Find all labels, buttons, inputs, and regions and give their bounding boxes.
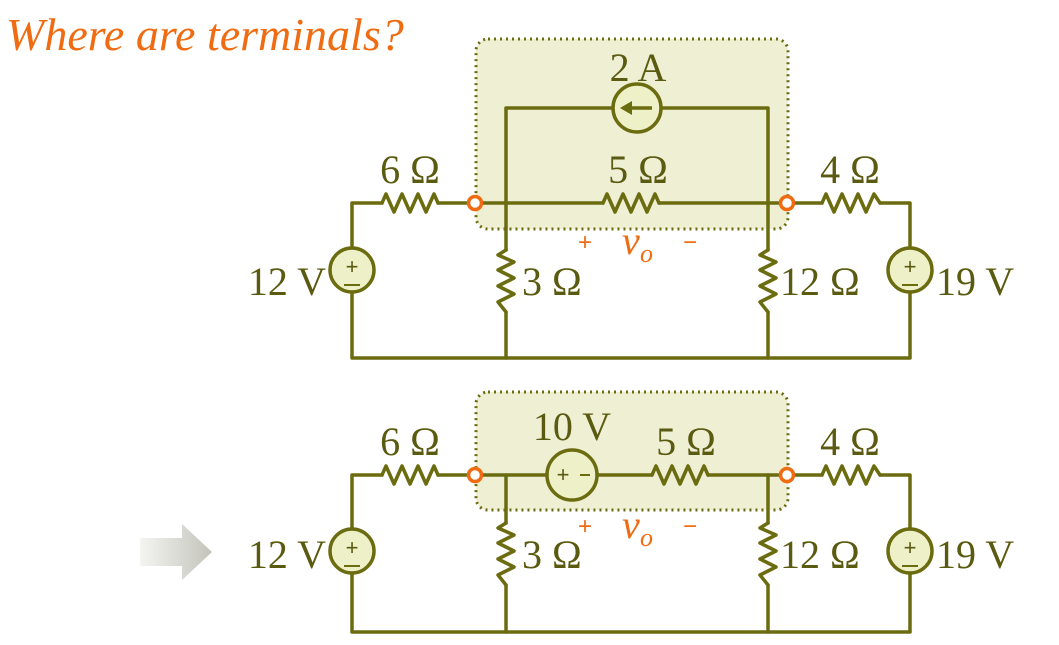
bottom-vo-label: v [622,502,640,547]
bottom-label-3ohm: 3 Ω [522,532,582,577]
top-resistor-5 [601,192,661,214]
top-label-2A: 2 A [610,45,667,90]
top-circuit: + + 6 Ω 5 Ω 4 Ω 2 A 3 Ω 12 Ω 12 V 19 V +… [248,37,1014,360]
bottom-terminal-b [778,466,796,484]
top-vo-label: v [622,218,640,263]
bottom-resistor-5 [650,464,710,486]
top-label-6ohm: 6 Ω [380,147,440,192]
bottom-label-12V: 12 V [248,532,326,577]
svg-text:+: + [346,254,359,279]
bottom-voltage-source-left [328,527,376,575]
top-label-12ohm: 12 Ω [780,259,860,304]
bottom-vo-minus: − [683,513,697,540]
top-resistor-12 [758,248,778,314]
top-vo-minus: − [683,229,697,256]
bottom-label-10V: 10 V [533,404,611,449]
top-label-4ohm: 4 Ω [820,147,880,192]
top-label-12V: 12 V [248,259,326,304]
bottom-resistor-4 [820,464,882,486]
top-vo-plus: + [578,229,592,256]
top-resistor-6 [380,192,440,214]
top-label-3ohm: 3 Ω [522,259,582,304]
top-vo-subscript: o [640,239,653,268]
svg-text:+: + [904,254,917,279]
top-label-19V: 19 V [936,259,1014,304]
top-voltage-source-left [328,246,376,294]
bottom-vo-plus: + [578,513,592,540]
bottom-label-19V: 19 V [936,532,1014,577]
bottom-circuit: + + + 6 Ω 10 V 5 Ω 4 Ω 3 Ω 12 Ω 12 V 19 … [248,390,1014,634]
bottom-label-12ohm: 12 Ω [780,532,860,577]
bottom-resistor-12 [758,521,778,587]
bottom-label-5ohm: 5 Ω [656,419,716,464]
bottom-vo-subscript: o [640,523,653,552]
bottom-terminal-a [466,466,484,484]
top-dashed-box [474,37,790,231]
bottom-resistor-3 [496,521,516,587]
top-label-5ohm: 5 Ω [608,147,668,192]
bottom-resistor-6 [380,464,440,486]
bottom-label-4ohm: 4 Ω [820,419,880,464]
left-arrow-icon [620,101,632,115]
right-arrow-icon [140,524,212,580]
bottom-dashed-box [474,390,790,512]
svg-text:+: + [904,535,917,560]
top-resistor-3 [496,248,516,314]
top-terminal-b [778,194,796,212]
bottom-label-6ohm: 6 Ω [380,419,440,464]
bottom-voltage-source-right [886,527,934,575]
page-title: Where are terminals? [6,9,404,60]
top-resistor-4 [820,192,882,214]
top-terminal-a [466,194,484,212]
svg-text:+: + [557,462,570,487]
svg-text:+: + [346,535,359,560]
bottom-voltage-source-10v [545,448,599,502]
top-voltage-source-right [886,246,934,294]
